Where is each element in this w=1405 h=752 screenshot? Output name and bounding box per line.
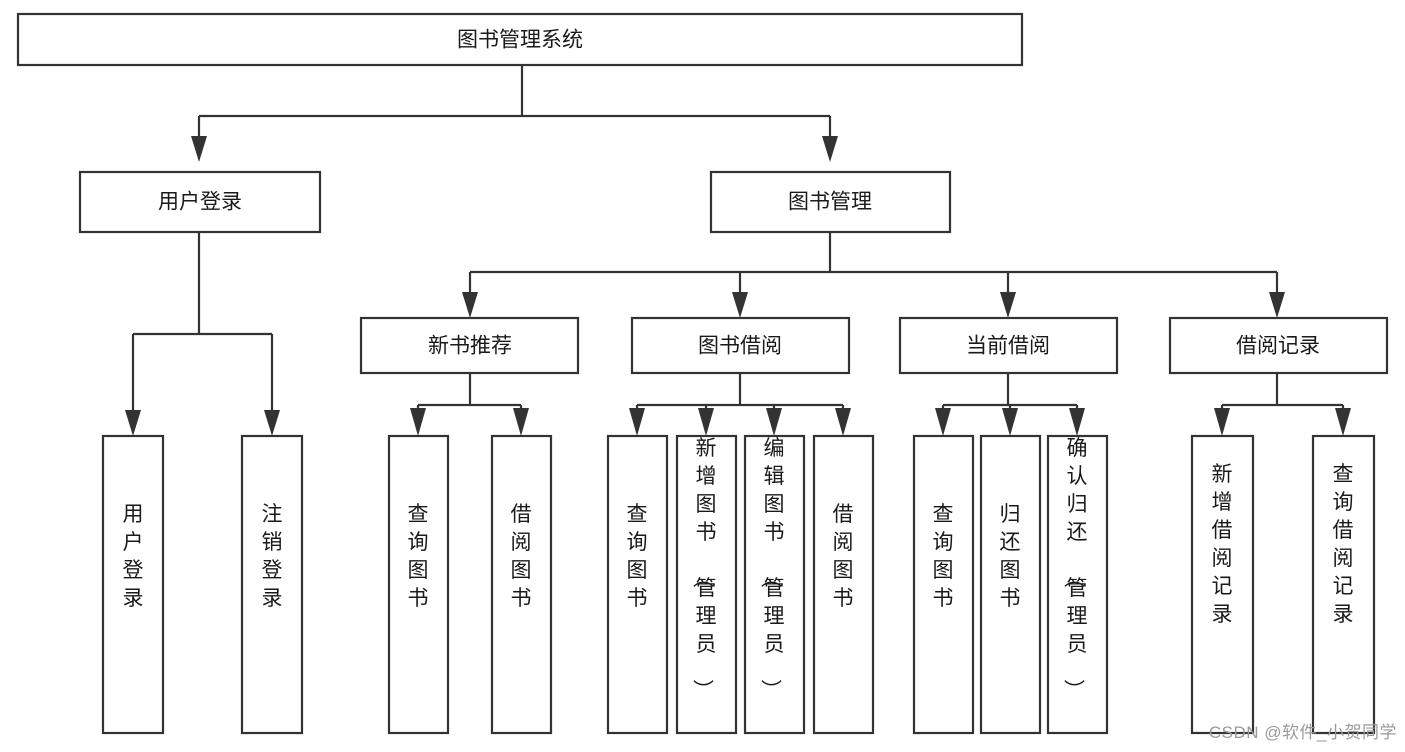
arrow-to-book-manage xyxy=(822,136,838,162)
arrow-to-user-login xyxy=(191,136,207,162)
node-leaf-borrow-book-2-label: 借阅图书 xyxy=(833,503,854,610)
node-leaf-query-book-2-box[interactable] xyxy=(606,434,669,735)
node-current-borrow[interactable]: 当前借阅 xyxy=(898,316,1119,375)
node-leaf-query-book-3-box[interactable] xyxy=(912,434,975,735)
node-leaf-borrow-book-2[interactable]: 借阅图书 xyxy=(812,434,875,735)
node-leaf-borrow-book-1-box[interactable] xyxy=(490,434,553,735)
node-user-login-box[interactable] xyxy=(78,170,322,234)
node-leaf-query-book-1-box[interactable] xyxy=(387,434,450,735)
node-leaf-return-book[interactable]: 归还图书 xyxy=(979,434,1042,735)
node-user-login-label: 用户登录 xyxy=(158,191,242,214)
node-leaf-add-record-label: 新增借阅记录 xyxy=(1212,463,1233,626)
node-root[interactable]: 图书管理系统 xyxy=(16,12,1024,67)
node-book-manage-label: 图书管理 xyxy=(788,191,872,214)
node-leaf-query-book-3-label: 查询图书 xyxy=(933,503,954,610)
arrow-leaf-edit-book xyxy=(766,408,782,436)
node-leaf-add-book-box[interactable] xyxy=(675,434,738,735)
node-borrow-record[interactable]: 借阅记录 xyxy=(1168,316,1389,375)
arrow-to-borrow-record xyxy=(1269,292,1285,318)
connector-group-new-book-recommend xyxy=(410,373,529,436)
node-leaf-query-book-3[interactable]: 查询图书 xyxy=(912,434,975,735)
node-book-borrow[interactable]: 图书借阅 xyxy=(630,316,851,375)
node-book-manage[interactable]: 图书管理 xyxy=(709,170,952,234)
node-leaf-query-book-2-label: 查询图书 xyxy=(627,503,648,610)
node-book-borrow-label: 图书借阅 xyxy=(698,335,782,358)
node-leaf-query-record-label: 查询借阅记录 xyxy=(1333,463,1354,626)
arrow-to-new-book-recommend xyxy=(462,292,478,318)
node-leaf-borrow-book-2-box[interactable] xyxy=(812,434,875,735)
arrow-leaf-add-record xyxy=(1214,408,1230,436)
node-borrow-record-label: 借阅记录 xyxy=(1236,335,1320,358)
node-book-manage-box[interactable] xyxy=(709,170,952,234)
node-leaf-user-logout-label: 注销登录 xyxy=(262,503,283,610)
node-book-borrow-box[interactable] xyxy=(630,316,851,375)
node-user-login[interactable]: 用户登录 xyxy=(78,170,322,234)
node-leaf-edit-book[interactable]: 编辑图书（管理员） xyxy=(743,434,806,735)
connector-group-borrow-record xyxy=(1214,373,1351,436)
node-leaf-user-login[interactable]: 用户登录 xyxy=(101,434,165,735)
node-leaf-add-record-box[interactable] xyxy=(1190,434,1255,735)
node-leaf-return-book-label: 归还图书 xyxy=(1000,503,1021,610)
arrow-to-current-borrow xyxy=(1000,292,1016,318)
arrow-leaf-add-book xyxy=(698,408,714,436)
node-leaf-borrow-book-1[interactable]: 借阅图书 xyxy=(490,434,553,735)
node-leaf-user-logout[interactable]: 注销登录 xyxy=(240,434,304,735)
node-leaf-query-book-1[interactable]: 查询图书 xyxy=(387,434,450,735)
node-leaf-return-book-box[interactable] xyxy=(979,434,1042,735)
node-leaf-query-record[interactable]: 查询借阅记录 xyxy=(1311,434,1376,735)
node-leaf-user-logout-box[interactable] xyxy=(240,434,304,735)
node-borrow-record-box[interactable] xyxy=(1168,316,1389,375)
node-leaf-edit-book-label: 编辑图书（管理员） xyxy=(759,437,785,700)
node-new-book-recommend[interactable]: 新书推荐 xyxy=(359,316,580,375)
csdn-watermark: CSDN @软件_小贺同学 xyxy=(1208,723,1397,742)
node-leaf-add-book[interactable]: 新增图书（管理员） xyxy=(675,434,738,735)
connector-group-book-manage xyxy=(462,232,1285,318)
arrow-leaf-query-record xyxy=(1335,408,1351,436)
node-root-label: 图书管理系统 xyxy=(457,29,583,52)
arrow-leaf-return-book xyxy=(1002,408,1018,436)
connector-group-user-login xyxy=(125,232,280,436)
node-new-book-recommend-label: 新书推荐 xyxy=(428,335,512,358)
node-leaf-borrow-book-1-label: 借阅图书 xyxy=(511,503,532,610)
connector-group-book-borrow xyxy=(629,373,851,436)
arrow-leaf-user-logout xyxy=(264,410,280,436)
arrow-leaf-borrow-book-2 xyxy=(835,408,851,436)
node-leaf-add-record[interactable]: 新增借阅记录 xyxy=(1190,434,1255,735)
arrow-leaf-borrow-book-1 xyxy=(513,408,529,436)
node-leaf-add-book-label: 新增图书（管理员） xyxy=(691,437,717,700)
connector-group-current-borrow xyxy=(935,373,1085,436)
node-leaf-confirm-return[interactable]: 确认归还（管理员） xyxy=(1046,434,1109,735)
arrow-to-book-borrow xyxy=(732,292,748,318)
node-root-box[interactable] xyxy=(16,12,1024,67)
arrow-leaf-confirm-return xyxy=(1069,408,1085,436)
node-leaf-confirm-return-label: 确认归还（管理员） xyxy=(1062,437,1088,700)
arrow-leaf-user-login xyxy=(125,410,141,436)
node-leaf-query-record-box[interactable] xyxy=(1311,434,1376,735)
node-leaf-query-book-2[interactable]: 查询图书 xyxy=(606,434,669,735)
connector-group-root xyxy=(191,65,838,162)
arrow-leaf-query-book-1 xyxy=(410,408,426,436)
node-leaf-confirm-return-box[interactable] xyxy=(1046,434,1109,735)
arrow-leaf-query-book-3 xyxy=(935,408,951,436)
node-leaf-edit-book-box[interactable] xyxy=(743,434,806,735)
node-current-borrow-box[interactable] xyxy=(898,316,1119,375)
arrow-leaf-query-book-2 xyxy=(629,408,645,436)
node-current-borrow-label: 当前借阅 xyxy=(966,335,1050,358)
node-leaf-user-login-box[interactable] xyxy=(101,434,165,735)
node-new-book-recommend-box[interactable] xyxy=(359,316,580,375)
node-leaf-user-login-label: 用户登录 xyxy=(123,503,144,610)
node-leaf-query-book-1-label: 查询图书 xyxy=(408,503,429,610)
